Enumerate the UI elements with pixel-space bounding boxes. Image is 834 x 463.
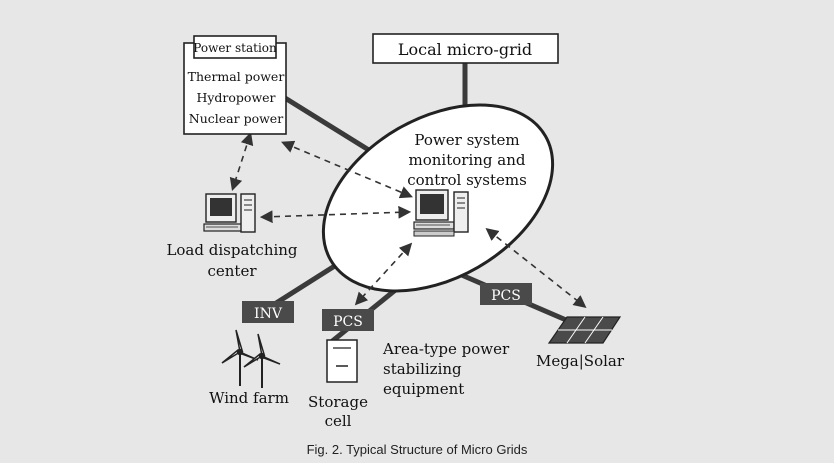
power-station-item: Nuclear power <box>189 111 283 126</box>
dispatch-computer-icon <box>203 193 256 233</box>
power-station-item: Hydropower <box>196 90 275 105</box>
control-center-line: monitoring and <box>409 151 526 169</box>
control-center-line: control systems <box>407 171 527 189</box>
pcs-solar-box: PCS <box>480 283 532 305</box>
storage-cell-label: cell <box>325 412 352 430</box>
inv-box: INV <box>242 301 294 323</box>
pcs-solar-label: PCS <box>491 288 521 304</box>
wind-turbine-icon <box>221 329 281 388</box>
arrow-station-to-dispatch <box>229 131 254 192</box>
arrow-control-to-storage <box>354 242 413 306</box>
communication-arrows <box>229 131 587 308</box>
wind-farm-label: Wind farm <box>209 389 289 407</box>
local-micro-grid-label: Local micro-grid <box>398 40 532 59</box>
arrow-control-to-solar <box>485 228 587 308</box>
storage-cell-icon <box>326 339 358 383</box>
area-type-label: Area-type power <box>382 340 510 358</box>
control-center-line: Power system <box>414 131 519 149</box>
figure-caption: Fig. 2. Typical Structure of Micro Grids <box>307 442 528 457</box>
area-type-label: stabilizing <box>383 360 462 378</box>
solar-panel-icon <box>547 316 622 344</box>
power-station-box: Power station Thermal power Hydropower N… <box>183 35 287 135</box>
inv-label: INV <box>254 306 283 322</box>
pcs-storage-box: PCS <box>322 309 374 331</box>
local-micro-grid-box: Local micro-grid <box>372 33 559 64</box>
power-station-title: Power station <box>193 41 277 55</box>
arrow-dispatch-to-control <box>259 205 412 224</box>
area-type-label: equipment <box>383 380 464 398</box>
load-dispatch-label: center <box>207 262 257 280</box>
storage-cell-label: Storage <box>308 393 368 411</box>
line-power-station <box>283 95 374 155</box>
control-center-label: Power system monitoring and control syst… <box>407 131 527 189</box>
control-computer-icon <box>413 189 469 237</box>
mega-solar-label: Mega|Solar <box>536 352 625 370</box>
pcs-storage-label: PCS <box>333 314 363 330</box>
load-dispatch-label: Load dispatching <box>166 241 297 259</box>
arrow-station-to-control <box>281 140 413 199</box>
power-station-item: Thermal power <box>188 69 285 84</box>
